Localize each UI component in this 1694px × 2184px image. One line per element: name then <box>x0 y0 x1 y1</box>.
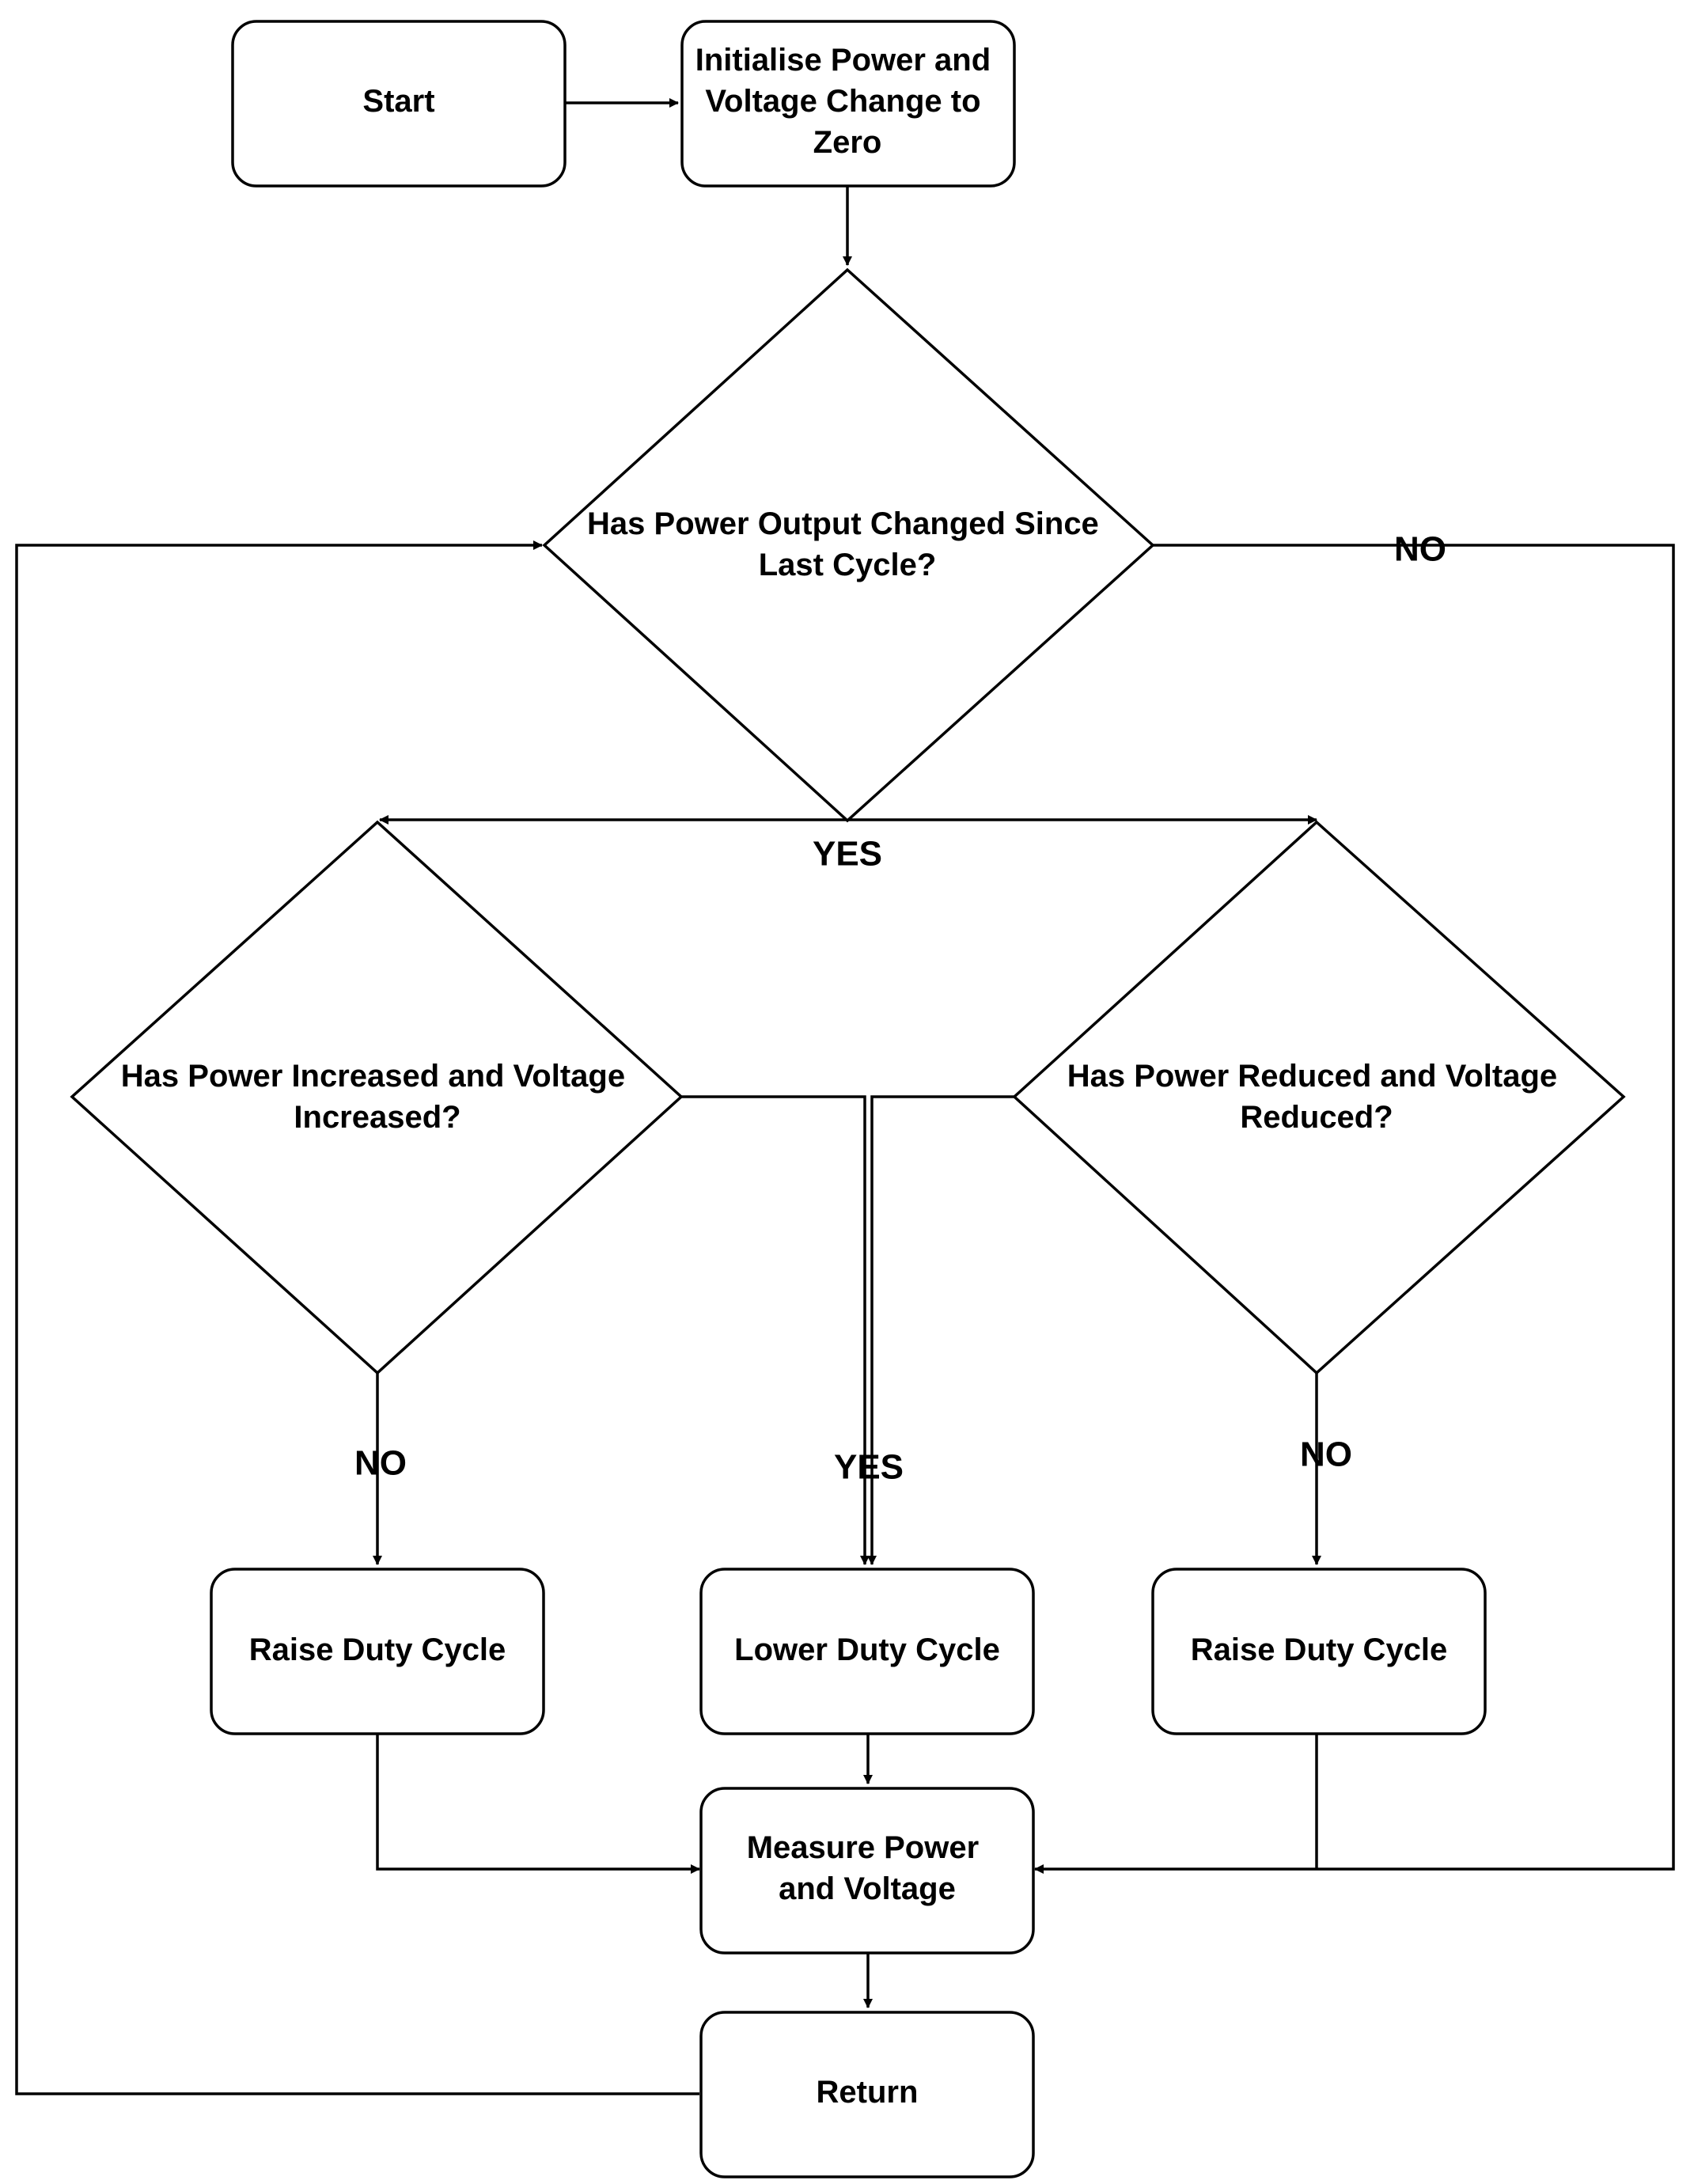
start-label-line-1: Start <box>362 84 434 119</box>
reduced-diamond <box>1012 820 1626 1375</box>
start-label: Start <box>362 84 434 119</box>
raise-duty-left-box <box>210 1568 545 1735</box>
node-power-changed-decision: Has Power Output Changed Since Last Cycl… <box>542 267 1155 823</box>
measure-label-line-1: Measure Power <box>747 1830 979 1865</box>
power-changed-label-line-1: Has Power Output Changed Since <box>587 506 1099 541</box>
increased-diamond <box>70 820 684 1375</box>
power-changed-label-line-2: Last Cycle? <box>759 548 937 582</box>
edge-label-no-left: NO <box>354 1444 407 1483</box>
lower-duty-box <box>699 1568 1035 1735</box>
lower-duty-label-line-1: Lower Duty Cycle <box>734 1632 1000 1667</box>
connector-raise-left-to-measure <box>376 1734 700 1874</box>
node-raise-duty-left: Raise Duty Cycle <box>210 1568 545 1735</box>
edge-label-yes-main: YES <box>813 835 882 874</box>
node-reduced-decision: Has Power Reduced and Voltage Reduced? <box>1012 820 1626 1375</box>
raise-duty-right-box <box>1151 1568 1487 1735</box>
measure-label: Measure Power and Voltage <box>747 1830 988 1906</box>
raise-duty-right-label: Raise Duty Cycle <box>1191 1632 1448 1667</box>
initialise-label: Initialise Power and Voltage Change to Z… <box>695 43 1000 160</box>
power-changed-diamond <box>542 267 1155 823</box>
return-box <box>699 2011 1035 2178</box>
measure-box <box>699 1787 1035 1955</box>
reduced-label-line-2: Reduced? <box>1240 1100 1393 1135</box>
measure-label-line-2: and Voltage <box>779 1871 956 1906</box>
return-label: Return <box>817 2075 919 2110</box>
node-increased-decision: Has Power Increased and Voltage Increase… <box>70 820 684 1375</box>
connector-return-loop <box>15 540 699 2095</box>
initialise-label-line-1: Initialise Power and <box>695 43 991 78</box>
initialise-box <box>680 20 1016 188</box>
start-box <box>231 20 567 188</box>
lower-duty-label: Lower Duty Cycle <box>734 1632 1000 1667</box>
initialise-label-line-3: Zero <box>813 125 882 160</box>
power-changed-label: Has Power Output Changed Since Last Cycl… <box>587 506 1108 582</box>
node-start: Start <box>231 20 567 188</box>
connector-reduced-yes-to-lower <box>867 1095 1014 1565</box>
increased-label-line-2: Increased? <box>294 1100 460 1135</box>
node-return: Return <box>699 2011 1035 2178</box>
initialise-label-line-2: Voltage Change to <box>705 84 980 119</box>
edge-label-no-main: NO <box>1394 530 1446 569</box>
node-measure: Measure Power and Voltage <box>699 1787 1035 1955</box>
return-label-line-1: Return <box>817 2075 919 2110</box>
node-raise-duty-right: Raise Duty Cycle <box>1151 1568 1487 1735</box>
connector-increased-yes-to-lower <box>681 1095 870 1565</box>
reduced-label: Has Power Reduced and Voltage Reduced? <box>1067 1059 1567 1135</box>
reduced-label-line-1: Has Power Reduced and Voltage <box>1067 1059 1557 1094</box>
node-initialise: Initialise Power and Voltage Change to Z… <box>680 20 1016 188</box>
edge-label-yes-mid: YES <box>834 1448 904 1487</box>
increased-label-line-1: Has Power Increased and Voltage <box>121 1059 625 1094</box>
edge-label-no-right: NO <box>1300 1435 1352 1474</box>
node-lower-duty: Lower Duty Cycle <box>699 1568 1035 1735</box>
raise-duty-right-label-line-1: Raise Duty Cycle <box>1191 1632 1448 1667</box>
edge-labels: NO YES NO YES NO <box>354 530 1446 1487</box>
raise-duty-left-label-line-1: Raise Duty Cycle <box>249 1632 506 1667</box>
increased-label: Has Power Increased and Voltage Increase… <box>121 1059 634 1135</box>
connectors <box>15 98 1675 2095</box>
connector-changed-no-to-measure <box>1034 544 1675 1874</box>
raise-duty-left-label: Raise Duty Cycle <box>249 1632 506 1667</box>
